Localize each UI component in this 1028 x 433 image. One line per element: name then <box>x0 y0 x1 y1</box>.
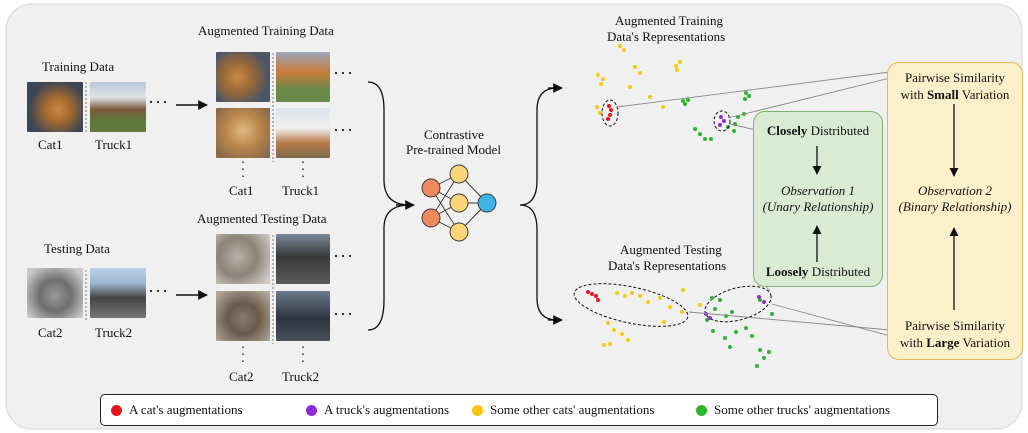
legend-item-cat: A cat's augmentations <box>111 402 243 418</box>
aug-test-ellipsis-a: ··· <box>333 246 354 266</box>
small-variation-line2: with Small Variation <box>888 88 1022 102</box>
aug-train-vdots-b: ··· <box>300 156 306 185</box>
aug-truck2-image-b <box>276 291 330 341</box>
aug-cat1-image-a <box>216 52 270 102</box>
aug-cat1-image-b <box>216 108 270 158</box>
cat2-label: Cat2 <box>38 325 63 340</box>
aug-cat1-label: Cat1 <box>229 183 254 198</box>
aug-train-ellipsis-b: ··· <box>333 120 354 140</box>
cat1-image <box>27 82 83 132</box>
training-data-label: Training Data <box>42 59 115 74</box>
legend-label-other-trucks: Some other trucks' augmentations <box>714 402 891 417</box>
large-variation-line1: Pairwise Similarity <box>904 318 1006 333</box>
bracket-to-model <box>367 81 411 331</box>
legend-label-cat: A cat's augmentations <box>129 402 243 417</box>
legend-label-truck: A truck's augmentations <box>324 402 450 417</box>
truck2-image <box>90 268 146 318</box>
aug-test-ellipsis-b: ··· <box>333 304 354 324</box>
legend-dot-other-cats <box>472 404 483 416</box>
augmented-testing-label: Augmented Testing Data <box>197 211 327 226</box>
aug-cat2-image-a <box>216 234 270 284</box>
legend-dot-other-trucks <box>696 404 707 416</box>
observation-2-subtitle: (Binary Relationship) <box>898 199 1012 214</box>
legend-item-truck: A truck's augmentations <box>306 402 449 418</box>
closely-rest: Distributed <box>807 123 870 138</box>
test-scatter <box>573 283 774 368</box>
loosely-bold: Loosely <box>765 264 809 279</box>
aug-cat2-label: Cat2 <box>229 369 254 384</box>
small-variation-line1: Pairwise Similarity <box>904 70 1006 85</box>
truck1-label: Truck1 <box>95 137 133 152</box>
cat1-label: Cat1 <box>38 137 63 152</box>
aug-train-ellipsis-a: ··· <box>333 63 354 83</box>
aug-test-vdots-a: ··· <box>240 341 246 370</box>
loosely-distributed-label: Loosely Distributed <box>754 265 882 279</box>
aug-truck1-image-b <box>276 108 330 158</box>
aug-truck1-label: Truck1 <box>282 183 320 198</box>
cat2-image <box>27 268 83 318</box>
observation-1-title: Observation 1 <box>780 183 856 198</box>
small-bold: Small <box>926 87 959 102</box>
legend-dot-cat <box>111 404 122 416</box>
observation-2-box: Pairwise Similarity with Small Variation… <box>887 62 1023 360</box>
aug-truck1-image-a <box>276 52 330 102</box>
truck2-label: Truck2 <box>95 325 133 340</box>
legend-dot-truck <box>306 404 317 416</box>
aug-truck2-label: Truck2 <box>282 369 320 384</box>
loosely-rest: Distributed <box>808 264 871 279</box>
small-pre: with <box>900 87 927 102</box>
aug-cat2-image-b <box>216 291 270 341</box>
aug-train-vdots-a: ··· <box>240 156 246 185</box>
test-repr-title-line2: Data's Representations <box>608 258 727 273</box>
large-post: Variation <box>959 335 1011 350</box>
train-repr-title-line1: Augmented Training <box>615 13 723 28</box>
aug-test-vdots-b: ··· <box>300 341 306 370</box>
augmented-training-label: Augmented Training Data <box>198 23 334 38</box>
aug-truck2-image-a <box>276 234 330 284</box>
truck1-image <box>90 82 146 132</box>
large-pre: with <box>899 335 927 350</box>
train-ellipsis: ··· <box>148 92 169 112</box>
legend: A cat's augmentations A truck's augmenta… <box>100 394 938 426</box>
observation-2-title: Observation 2 <box>917 183 993 198</box>
closely-distributed-label: Closely Distributed <box>754 124 882 138</box>
legend-label-other-cats: Some other cats' augmentations <box>490 402 655 417</box>
small-post: Variation <box>958 87 1010 102</box>
observation-1-box: Closely Distributed Observation 1 (Unary… <box>753 111 883 287</box>
observation-1-subtitle: (Unary Relationship) <box>762 199 874 214</box>
test-ellipsis: ··· <box>148 281 169 301</box>
train-repr-title-line2: Data's Representations <box>607 29 726 44</box>
legend-item-other-cats: Some other cats' augmentations <box>472 402 654 418</box>
test-repr-title-line1: Augmented Testing <box>620 242 722 257</box>
legend-item-other-trucks: Some other trucks' augmentations <box>696 402 890 418</box>
large-variation-line2: with Large Variation <box>888 336 1022 350</box>
connector-lines <box>616 71 891 337</box>
model-label-line2: Pre-trained Model <box>406 142 501 157</box>
testing-data-label: Testing Data <box>44 241 110 256</box>
brace-to-reprs <box>519 87 558 321</box>
large-bold: Large <box>926 335 960 350</box>
network-icon <box>421 164 497 242</box>
model-label-line1: Contrastive <box>424 127 484 142</box>
closely-bold: Closely <box>766 123 808 138</box>
